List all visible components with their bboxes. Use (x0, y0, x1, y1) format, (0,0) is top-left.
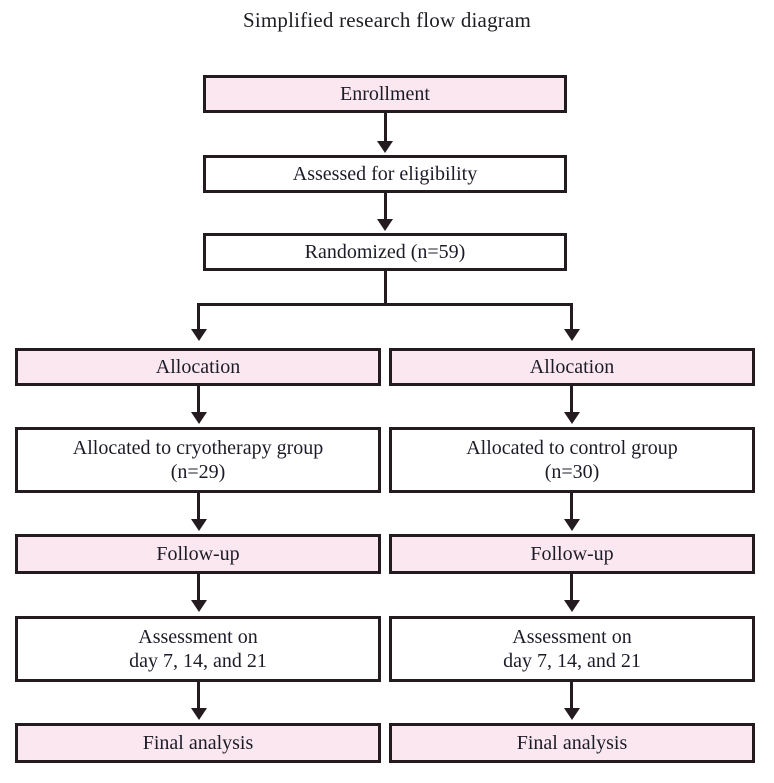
node-left-assessment-line2: day 7, 14, and 21 (129, 650, 267, 672)
arrowhead-enrollment-to-assessed (377, 141, 393, 153)
node-enrollment-label: Enrollment (340, 82, 430, 105)
connector-randomized-split-stem (383, 271, 387, 305)
arrowhead-left-allocated-to-followup (190, 519, 207, 531)
node-right-allocation-header: Allocation (389, 348, 755, 386)
node-right-assessment-line1: Assessment on (512, 625, 632, 648)
node-left-followup-header-label: Follow-up (156, 542, 240, 565)
arrowhead-right-allocation-to-allocated (563, 412, 580, 424)
node-randomized-label: Randomized (n=59) (304, 240, 466, 263)
arrowhead-right-allocated-to-followup (563, 519, 580, 531)
connector-right-allocation-to-allocated (570, 386, 573, 414)
connector-right-assessment-to-final (570, 682, 573, 710)
connector-randomized-split-bar (197, 303, 573, 306)
connector-right-followup-to-assessment (570, 574, 573, 602)
arrowhead-left-assessment-to-final (190, 708, 207, 720)
connector-assessed-to-randomized (383, 193, 387, 221)
node-right-allocated-line2: (n=30) (544, 461, 600, 483)
node-left-assessment-line1: Assessment on (138, 625, 258, 648)
connector-left-followup-to-assessment (197, 574, 200, 602)
node-left-final-analysis-label: Final analysis (142, 731, 254, 754)
arrowhead-right-assessment-to-final (563, 708, 580, 720)
node-left-assessment: Assessment on day 7, 14, and 21 (15, 616, 381, 682)
arrowhead-right-followup-to-assessment (563, 600, 580, 612)
node-right-followup-header: Follow-up (389, 534, 755, 574)
page-title: Simplified research flow diagram (242, 8, 532, 32)
node-right-assessment: Assessment on day 7, 14, and 21 (389, 616, 755, 682)
connector-left-allocated-to-followup (197, 493, 200, 521)
arrowhead-assessed-to-randomized (377, 219, 393, 231)
node-left-allocated-line2: (n=29) (170, 461, 226, 483)
node-assessed-for-eligibility-label: Assessed for eligibility (292, 162, 478, 185)
node-left-allocation-header-label: Allocation (155, 355, 241, 378)
node-right-assessment-line2: day 7, 14, and 21 (503, 650, 641, 672)
node-left-allocation-header: Allocation (15, 348, 381, 386)
node-right-final-analysis: Final analysis (389, 723, 755, 763)
node-right-allocation-header-label: Allocation (529, 355, 615, 378)
arrowhead-left-allocation-to-allocated (190, 412, 207, 424)
node-left-final-analysis: Final analysis (15, 723, 381, 763)
arrowhead-left-followup-to-assessment (190, 600, 207, 612)
connector-left-assessment-to-final (197, 682, 200, 710)
node-right-allocated: Allocated to control group (n=30) (389, 427, 755, 493)
connector-right-allocated-to-followup (570, 493, 573, 521)
arrowhead-split-right (563, 329, 580, 341)
connector-split-left-drop (197, 303, 200, 331)
node-left-allocated-line1: Allocated to cryotherapy group (72, 436, 324, 459)
node-enrollment: Enrollment (203, 75, 567, 113)
arrowhead-split-left (190, 329, 207, 341)
connector-left-allocation-to-allocated (197, 386, 200, 414)
node-right-allocated-line1: Allocated to control group (466, 436, 678, 459)
node-left-followup-header: Follow-up (15, 534, 381, 574)
connector-enrollment-to-assessed (383, 113, 387, 143)
node-assessed-for-eligibility: Assessed for eligibility (203, 155, 567, 193)
connector-split-right-drop (570, 303, 573, 331)
node-right-followup-header-label: Follow-up (530, 542, 614, 565)
node-right-final-analysis-label: Final analysis (516, 731, 628, 754)
node-randomized: Randomized (n=59) (203, 233, 567, 271)
node-left-allocated: Allocated to cryotherapy group (n=29) (15, 427, 381, 493)
